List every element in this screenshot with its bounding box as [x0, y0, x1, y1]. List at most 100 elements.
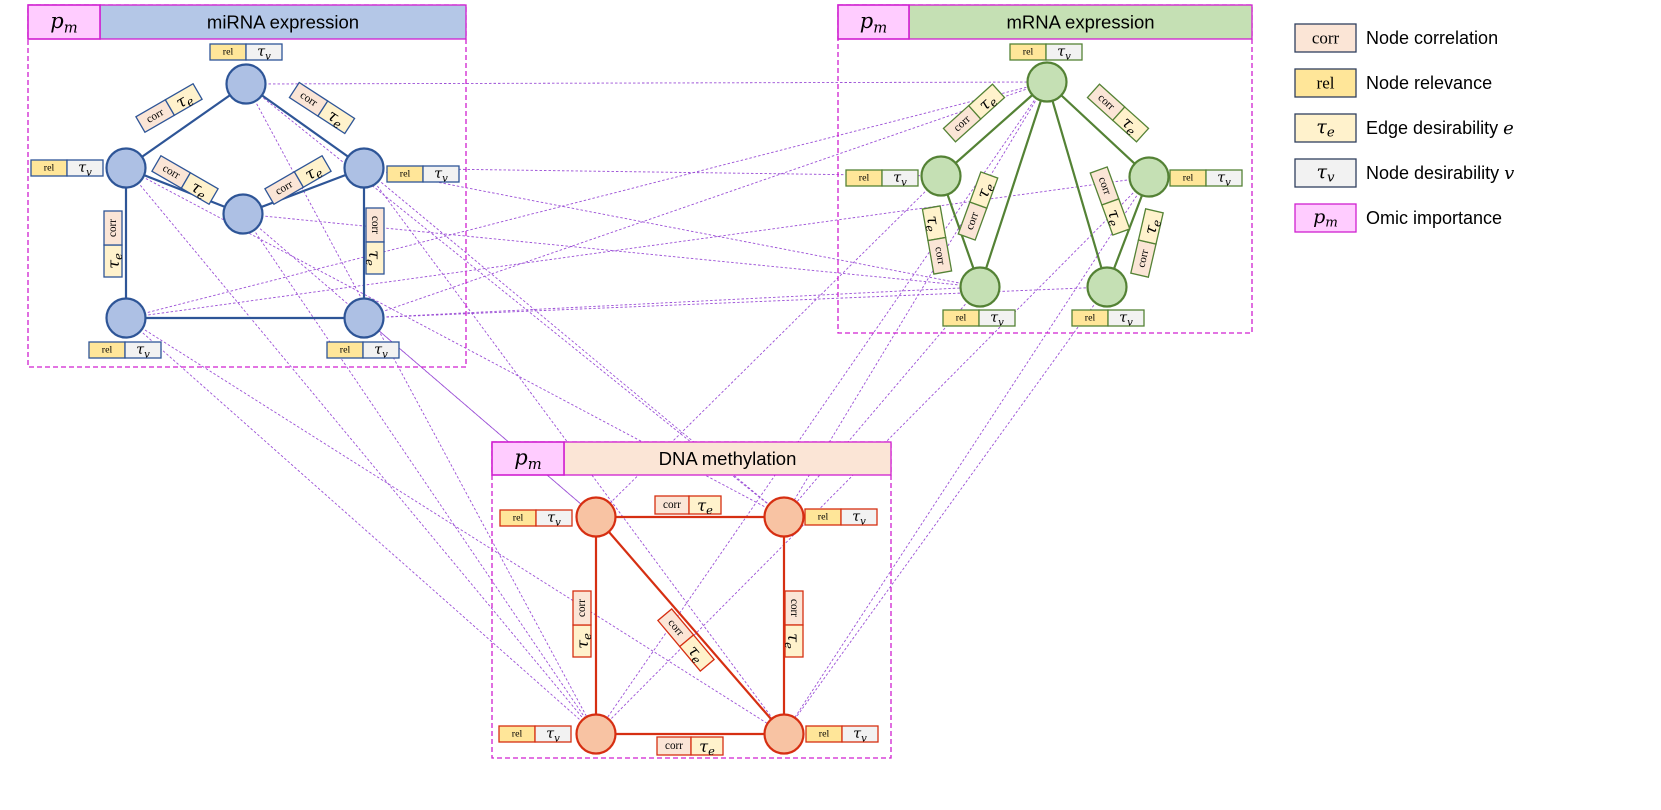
- mrna-importance-symbol: pm: [860, 9, 887, 36]
- node-label-text: rel: [340, 345, 351, 356]
- edge-label-cell: [317, 100, 356, 135]
- cross-omic-edge: [125, 317, 785, 735]
- edge-label-cell: [293, 154, 332, 189]
- node-label-text: rel: [818, 512, 829, 523]
- edge-label-cell: [365, 241, 385, 275]
- node-label-text: rel: [102, 345, 113, 356]
- legend-swatch: [1294, 158, 1357, 188]
- legend-swatch: [1294, 23, 1357, 53]
- edge-label-cell: [927, 236, 953, 275]
- edge-label-symbol: τe: [782, 633, 803, 649]
- node-label-symbol: τv: [852, 509, 866, 527]
- mrna-node: [1128, 156, 1170, 198]
- dna-panel-frame: [491, 441, 892, 759]
- dna-importance-box: [491, 441, 565, 476]
- mirna-node: [105, 147, 147, 189]
- node-label-text: rel: [223, 47, 234, 58]
- mirna-importance-box: [27, 4, 101, 40]
- node-label-symbol: τv: [853, 726, 867, 744]
- node-label-symbol: τv: [1057, 44, 1071, 62]
- edge-label-symbol: τe: [573, 633, 594, 649]
- legend-symbol: rel: [1317, 74, 1335, 93]
- edge-label-symbol: τe: [699, 737, 715, 758]
- node-label-symbol: τv: [1217, 170, 1231, 188]
- mrna-node: [920, 155, 962, 197]
- node-label-cell: [1205, 169, 1243, 187]
- edge-label-cell: [688, 495, 722, 515]
- edge-label-cell: [180, 171, 219, 206]
- edge-label-symbol: τe: [697, 496, 713, 517]
- edge-label-cell: [103, 210, 123, 246]
- mrna-title: mRNA expression: [1006, 12, 1154, 33]
- edge-label-symbol: τe: [363, 250, 384, 266]
- node-label-symbol: τv: [547, 510, 561, 528]
- edge-label-cell: [1111, 106, 1150, 143]
- node-label-text: rel: [1023, 47, 1034, 58]
- node-label-cell: [841, 725, 879, 743]
- edge-label-text: corr: [964, 210, 982, 231]
- node-label-symbol: τv: [78, 160, 92, 178]
- mrna-edge: [1045, 81, 1109, 288]
- legend-swatch: [1294, 113, 1357, 143]
- mirna-node: [222, 193, 264, 235]
- cross-omic-edge: [245, 83, 597, 735]
- edge-label-symbol: τe: [972, 179, 998, 201]
- edge-label: corr τe: [957, 171, 999, 241]
- edge-label: corr τe: [782, 590, 804, 658]
- cross-omic-edge: [595, 81, 1048, 735]
- cross-omic-edge: [363, 81, 1048, 319]
- dna-node: [575, 713, 617, 755]
- node-label-text: rel: [44, 163, 55, 174]
- cross-omic-edge: [245, 81, 1048, 85]
- node-label: rel τv: [30, 159, 104, 178]
- node-label-cell: [245, 43, 283, 61]
- cross-omic-edge: [363, 286, 981, 319]
- node-label-symbol: τv: [136, 342, 150, 360]
- graph-nodes: [105, 61, 1170, 755]
- node-label-cell: [124, 341, 162, 359]
- mirna-title: miRNA expression: [207, 12, 359, 33]
- edge-label-text: corr: [788, 599, 800, 617]
- edge-label-text: corr: [932, 246, 947, 266]
- mrna-edge: [1046, 81, 1150, 178]
- legend-label: Node correlation: [1366, 28, 1498, 48]
- node-label-symbol: τv: [374, 342, 388, 360]
- node-label-text: rel: [400, 169, 411, 180]
- node-label-text: rel: [512, 729, 523, 740]
- mirna-panel: pm miRNA expression: [27, 4, 467, 368]
- legend-swatch: [1294, 68, 1357, 98]
- legend-swatch: [1294, 203, 1357, 233]
- cross-omic-edge: [783, 286, 1108, 735]
- edge-label-text: corr: [107, 219, 119, 237]
- cross-omic-edge: [242, 213, 597, 735]
- dna-header: [563, 441, 892, 476]
- node-label: rel τv: [499, 509, 573, 528]
- node-label-text: rel: [513, 513, 524, 524]
- mrna-edge: [978, 81, 1049, 288]
- node-label-cell: [1107, 309, 1145, 327]
- mirna-node: [343, 297, 385, 339]
- legend-symbol: τv: [1316, 161, 1335, 185]
- node-label-cell: [535, 509, 573, 527]
- node-label-text: rel: [1085, 313, 1096, 324]
- mrna-importance-box: [837, 4, 910, 40]
- node-label: rel τv: [1009, 43, 1083, 62]
- node-label-symbol: τv: [434, 166, 448, 184]
- node-label-text: rel: [956, 313, 967, 324]
- edge-label-cell: [572, 590, 592, 626]
- node-label-text: rel: [1183, 173, 1194, 184]
- node-label-text: rel: [859, 173, 870, 184]
- mirna-importance-symbol: pm: [50, 9, 77, 36]
